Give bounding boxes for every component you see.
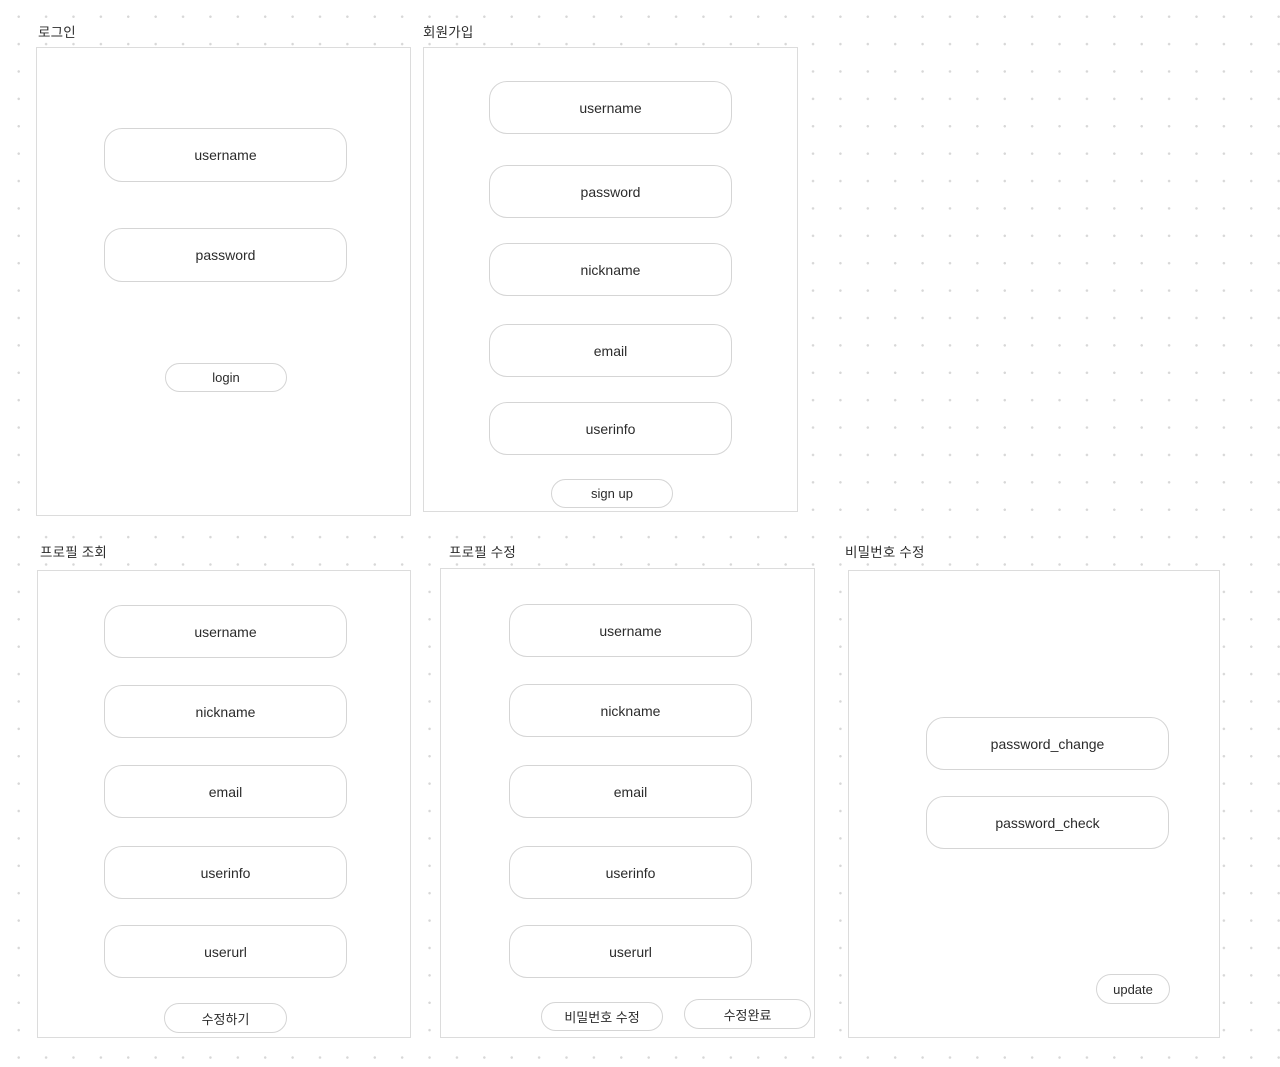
frame-title-profile-view: 프로필 조회: [40, 545, 108, 560]
profile-edit-frame: username nickname email userinfo userurl…: [440, 568, 815, 1038]
login-frame: username password login: [36, 47, 411, 516]
profile-view-nickname-field[interactable]: nickname: [104, 685, 347, 738]
profile-edit-go-button[interactable]: 수정하기: [164, 1003, 287, 1033]
profile-edit-userinfo-field[interactable]: userinfo: [509, 846, 752, 899]
frame-title-profile-edit: 프로필 수정: [449, 545, 517, 560]
profile-view-username-field[interactable]: username: [104, 605, 347, 658]
frame-title-signup: 회원가입: [423, 25, 474, 40]
profile-view-userinfo-field[interactable]: userinfo: [104, 846, 347, 899]
password-check-field[interactable]: password_check: [926, 796, 1169, 849]
password-change-go-button[interactable]: 비밀번호 수정: [541, 1002, 663, 1031]
signup-frame: username password nickname email userinf…: [423, 47, 798, 512]
signup-email-field[interactable]: email: [489, 324, 732, 377]
signup-button[interactable]: sign up: [551, 479, 673, 508]
profile-edit-email-field[interactable]: email: [509, 765, 752, 818]
profile-edit-complete-button[interactable]: 수정완료: [684, 999, 811, 1029]
signup-userinfo-field[interactable]: userinfo: [489, 402, 732, 455]
profile-view-email-field[interactable]: email: [104, 765, 347, 818]
password-edit-frame: password_change password_check update: [848, 570, 1220, 1038]
signup-nickname-field[interactable]: nickname: [489, 243, 732, 296]
frame-title-login: 로그인: [38, 25, 76, 40]
profile-view-frame: username nickname email userinfo userurl…: [37, 570, 411, 1038]
profile-edit-userurl-field[interactable]: userurl: [509, 925, 752, 978]
login-username-field[interactable]: username: [104, 128, 347, 182]
frame-title-password-edit: 비밀번호 수정: [845, 545, 925, 560]
profile-edit-username-field[interactable]: username: [509, 604, 752, 657]
profile-edit-nickname-field[interactable]: nickname: [509, 684, 752, 737]
password-update-button[interactable]: update: [1096, 974, 1170, 1004]
login-password-field[interactable]: password: [104, 228, 347, 282]
signup-password-field[interactable]: password: [489, 165, 732, 218]
signup-username-field[interactable]: username: [489, 81, 732, 134]
login-button[interactable]: login: [165, 363, 287, 392]
profile-view-userurl-field[interactable]: userurl: [104, 925, 347, 978]
password-change-field[interactable]: password_change: [926, 717, 1169, 770]
